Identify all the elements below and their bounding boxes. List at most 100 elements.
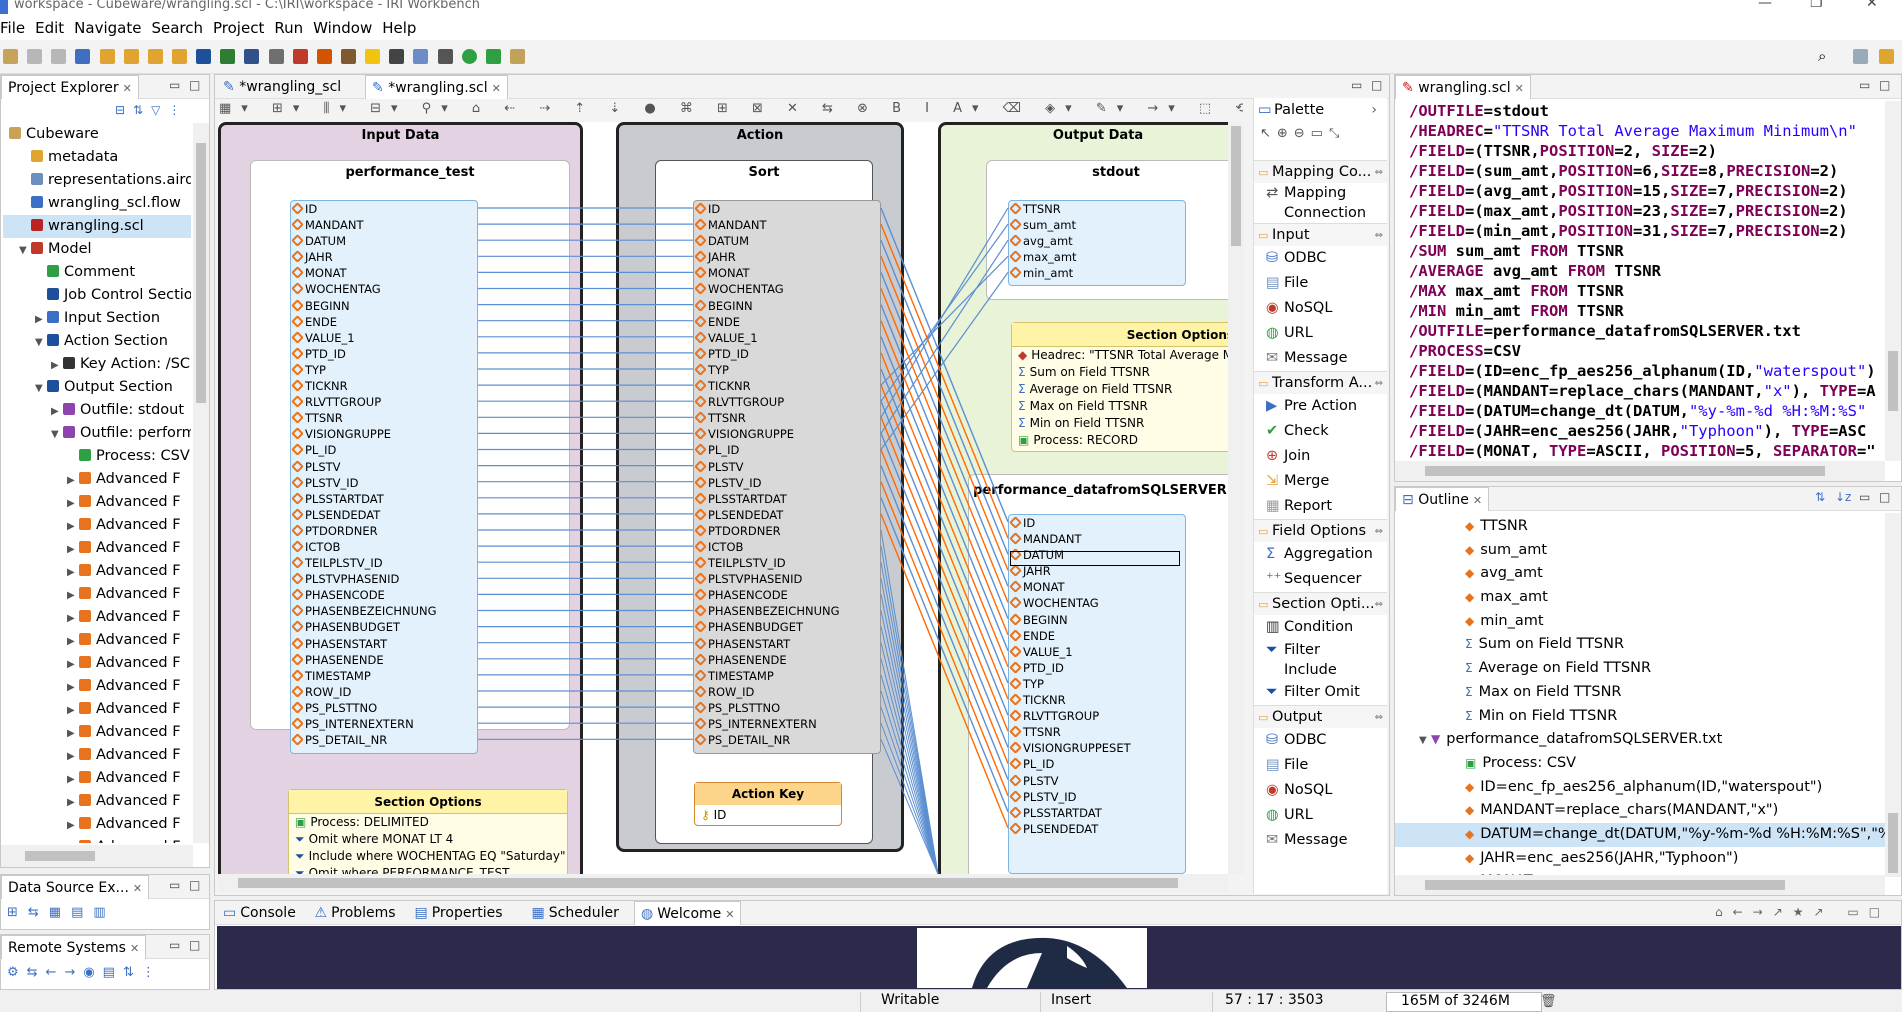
palette-item[interactable]: ✔Check: [1254, 419, 1374, 444]
open-folder-icon[interactable]: [99, 49, 115, 64]
input-section-options[interactable]: Section Options ▣Process: DELIMITED⏷Omit…: [288, 789, 568, 874]
input-field[interactable]: MANDANT: [291, 217, 477, 233]
chevron-right-icon[interactable]: ▶: [67, 705, 75, 716]
sort-field[interactable]: VALUE_1: [694, 330, 880, 346]
job-icon[interactable]: [244, 49, 260, 64]
outline-item[interactable]: ◆sum_amt: [1395, 539, 1885, 563]
diagram-toolbar[interactable]: ▦▾ ⊞▾ ⫼▾ ⊟▾ ⚲▾ ⌂ ⇠ ⇢ ⇡ ⇣ ● ⌘ ⊞ ⊠ ✕ ⇆ ⊗ B…: [219, 101, 1243, 116]
maximize-icon[interactable]: ❐: [1810, 0, 1823, 11]
close-icon[interactable]: ✕: [1866, 0, 1878, 11]
code-line[interactable]: /HEADREC="TTSNR Total Average Maximum Mi…: [1409, 121, 1885, 141]
input-field[interactable]: ENDE: [291, 314, 477, 330]
sort-field[interactable]: PL_ID: [694, 442, 880, 458]
csv-field[interactable]: PLSSTARTDAT: [1009, 805, 1185, 821]
close-icon[interactable]: ✕: [132, 882, 143, 895]
mask-icon[interactable]: [340, 49, 356, 64]
debug-icon[interactable]: [437, 49, 453, 64]
section-option-item[interactable]: ◆Headrec: "TTSNR Total Average M: [1012, 347, 1228, 364]
code-line[interactable]: /FIELD=(MANDANT=replace_chars(MANDANT,"x…: [1409, 381, 1885, 401]
code-line[interactable]: /FIELD=(DATUM=change_dt(DATUM,"%y-%m-%d …: [1409, 401, 1885, 421]
input-field[interactable]: TIMESTAMP: [291, 668, 477, 684]
input-field[interactable]: TICKNR: [291, 378, 477, 394]
input-field[interactable]: PLSTVPHASENID: [291, 571, 477, 587]
sort-icon[interactable]: ⇅: [1815, 490, 1826, 504]
chevron-right-icon[interactable]: ▶: [67, 567, 75, 578]
menu-file[interactable]: File: [0, 19, 26, 37]
project-tree-item[interactable]: ▶Advanced F: [3, 468, 191, 491]
output-section-options[interactable]: Section Options ◆Headrec: "TTSNR Total A…: [1011, 322, 1228, 452]
save-all-icon[interactable]: [51, 49, 67, 64]
chevron-right-icon[interactable]: ▶: [67, 682, 75, 693]
palette-section-header[interactable]: ▭Field Options⇔: [1254, 519, 1387, 542]
connect-icon[interactable]: [413, 49, 429, 64]
code-line[interactable]: /FIELD=(min_amt,POSITION=31,SIZE=7,PRECI…: [1409, 221, 1885, 241]
input-field[interactable]: DATUM: [291, 233, 477, 249]
maximize-view-icon[interactable]: □: [189, 938, 201, 952]
project-tree-item[interactable]: ▶Advanced F: [3, 583, 191, 606]
sort-field[interactable]: PTD_ID: [694, 346, 880, 362]
import-icon[interactable]: [147, 49, 163, 64]
input-field[interactable]: PS_PLSTTNO: [291, 700, 477, 716]
welcome-toolbar[interactable]: ⌂←→↗★↗ ▭□: [1715, 905, 1891, 919]
input-field[interactable]: MONAT: [291, 265, 477, 281]
sort-field[interactable]: PTDORDNER: [694, 523, 880, 539]
tab-scl-text[interactable]: ✎ wrangling.scl✕: [1395, 75, 1531, 99]
input-field[interactable]: ICTOB: [291, 539, 477, 555]
csv-field[interactable]: PL_ID: [1009, 756, 1185, 772]
chevron-right-icon[interactable]: ▶: [67, 751, 75, 762]
sort-field[interactable]: VISIONGRUPPE: [694, 426, 880, 442]
csv-field[interactable]: TYP: [1009, 676, 1185, 692]
code-line[interactable]: ⊖/OUTFILE=performance_datafromSQLSERVER.…: [1409, 321, 1885, 341]
input-field[interactable]: PTDORDNER: [291, 523, 477, 539]
sort-field[interactable]: RLVTTGROUP: [694, 394, 880, 410]
collapse-icon[interactable]: ⇔: [1374, 526, 1383, 537]
tool-icon[interactable]: [268, 49, 284, 64]
sort-field[interactable]: PHASENSTART: [694, 636, 880, 652]
action-key-box[interactable]: Action Key ⚷ ID: [694, 782, 842, 826]
project-tree-item[interactable]: metadata: [3, 146, 191, 169]
scl-vscrollbar[interactable]: [1885, 101, 1901, 461]
tab-properties[interactable]: ▤Properties: [409, 901, 509, 925]
csv-field[interactable]: TTSNR: [1009, 724, 1185, 740]
minimize-view-icon[interactable]: ▭: [169, 938, 181, 952]
section-option-item[interactable]: ▣Process: DELIMITED: [289, 814, 567, 831]
close-icon[interactable]: ✕: [491, 82, 501, 95]
input-field[interactable]: VALUE_1: [291, 330, 477, 346]
sort-field[interactable]: JAHR: [694, 249, 880, 265]
print-icon[interactable]: [75, 49, 91, 64]
project-tree-item[interactable]: ▶Input Section: [3, 307, 191, 330]
outline-item[interactable]: ◆TTSNR: [1395, 515, 1885, 539]
outline-item[interactable]: ◆DATUM=change_dt(DATUM,"%y-%m-%d %H:%M:%…: [1395, 822, 1885, 847]
menu-window[interactable]: Window: [313, 19, 373, 37]
stdout-field[interactable]: TTSNR: [1009, 201, 1185, 217]
save-icon[interactable]: [27, 49, 43, 64]
maximize-view-icon[interactable]: □: [1879, 78, 1891, 92]
sort-field[interactable]: MONAT: [694, 265, 880, 281]
chevron-down-icon[interactable]: ▼: [1419, 735, 1427, 747]
sort-field[interactable]: ROW_ID: [694, 684, 880, 700]
run-icon[interactable]: [461, 49, 477, 64]
section-option-item[interactable]: ⏷Include where WOCHENTAG EQ "Saturday": [289, 848, 567, 865]
chevron-down-icon[interactable]: ▼: [35, 383, 43, 394]
explorer-scrollbar[interactable]: [193, 123, 209, 843]
palette-item[interactable]: ▶Pre Action: [1254, 394, 1374, 419]
palette-collapse-icon[interactable]: ›: [1371, 102, 1377, 118]
palette-item[interactable]: ✉Message: [1254, 828, 1374, 853]
maximize-view-icon[interactable]: □: [1879, 490, 1891, 504]
menu-search[interactable]: Search: [151, 19, 203, 37]
input-field[interactable]: RLVTTGROUP: [291, 394, 477, 410]
csv-field[interactable]: BEGINN: [1009, 612, 1185, 628]
palette-tools[interactable]: ↖⊕⊖▭⤡: [1260, 126, 1346, 141]
chevron-right-icon[interactable]: ▶: [67, 636, 75, 647]
project-tree-item[interactable]: ▶Advanced F: [3, 767, 191, 790]
chevron-right-icon[interactable]: ▶: [67, 521, 75, 532]
input-field[interactable]: PS_INTERNEXTERN: [291, 716, 477, 732]
csv-field[interactable]: TICKNR: [1009, 692, 1185, 708]
csv-field[interactable]: RLVTTGROUP: [1009, 708, 1185, 724]
minimize-icon[interactable]: —: [1758, 0, 1772, 11]
input-field[interactable]: PLSTV_ID: [291, 475, 477, 491]
explorer-hscrollbar[interactable]: [1, 845, 193, 867]
code-line[interactable]: /FIELD=(JAHR=enc_aes256(JAHR,"Typhoon"),…: [1409, 421, 1885, 441]
project-tree-item[interactable]: ▶Advanced F: [3, 491, 191, 514]
